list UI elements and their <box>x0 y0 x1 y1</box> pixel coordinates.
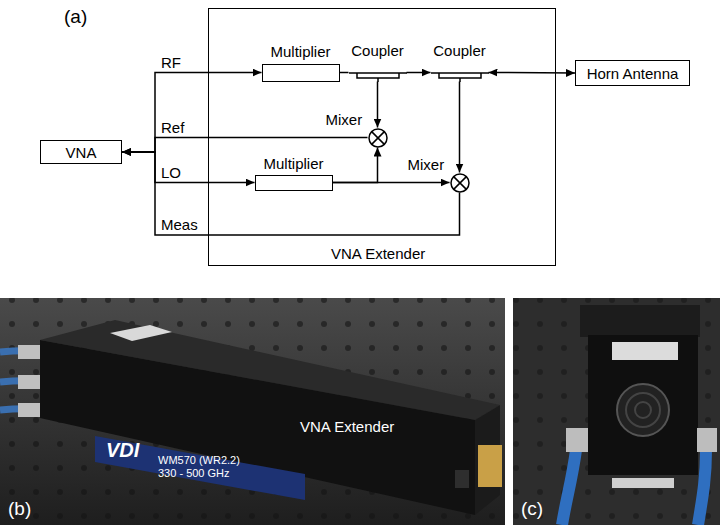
mixer-circle <box>369 129 387 147</box>
node-label: Multiplier <box>263 155 323 172</box>
signal-connector <box>333 148 378 183</box>
photo-background <box>0 298 505 525</box>
panel-letter: (b) <box>8 498 31 520</box>
extender-rear-face <box>588 335 698 475</box>
multiplier-box: Multiplier <box>255 175 333 191</box>
optical-table-holes <box>513 298 720 525</box>
instrument-box: VNA <box>40 140 122 164</box>
mixer-symbol: Mixer <box>450 173 470 193</box>
node-label: Coupler <box>433 42 486 59</box>
brand-logo: VDI <box>106 439 139 462</box>
panel-letter: (c) <box>521 498 543 520</box>
mixer-symbol: Mixer <box>368 128 388 148</box>
signal-name: RF <box>161 54 181 71</box>
signal-connector <box>333 182 450 184</box>
signal-connector <box>377 82 379 128</box>
signal-connector <box>122 152 255 183</box>
coupler-symbol: Coupler <box>431 64 489 82</box>
extender-side-face <box>40 340 475 515</box>
waveguide-flange <box>478 445 502 487</box>
node-label: Mixer <box>408 156 445 173</box>
node-label: Coupler <box>351 42 404 59</box>
mixer-symbol <box>368 128 388 148</box>
mixer-cross <box>371 131 384 144</box>
signal-name: LO <box>161 164 181 181</box>
sticker <box>612 342 678 360</box>
sma-connector <box>566 428 588 452</box>
extender-housing: VNA ExtenderMultiplierCouplerCouplerMixe… <box>208 8 556 266</box>
cable <box>562 450 576 525</box>
multiplier-box: Multiplier <box>262 64 340 82</box>
product-label <box>95 436 305 500</box>
node-label: Horn Antenna <box>587 65 679 82</box>
fan-grille <box>635 402 651 418</box>
photo-background <box>513 298 720 525</box>
signal-connector <box>407 72 431 74</box>
antenna-box: Horn Antenna <box>575 60 690 86</box>
signal-name: Ref <box>161 119 184 136</box>
sticker <box>612 478 674 488</box>
coupled-line <box>439 73 481 78</box>
sticker <box>110 325 172 341</box>
signal-connector <box>489 72 576 74</box>
sma-connector <box>697 428 717 452</box>
fan-grille <box>626 393 660 427</box>
extender-top-face <box>580 305 700 337</box>
panel-letter: (a) <box>64 6 87 28</box>
cable <box>698 450 706 525</box>
signal-connector <box>340 72 349 74</box>
mixer-cross <box>453 176 466 189</box>
cooling-fan <box>617 384 669 436</box>
mixer-circle <box>451 174 469 192</box>
signal-connector <box>122 73 262 153</box>
node-label: VNA Extender <box>331 245 425 262</box>
vent-grille <box>455 470 469 488</box>
frequency-range: 330 - 500 GHz <box>158 467 230 480</box>
mixer-symbol <box>450 173 470 193</box>
coupled-line <box>357 73 399 78</box>
coupler-symbol <box>431 64 489 82</box>
model-number: WM570 (WR2.2) <box>158 454 240 467</box>
coupler-symbol: Coupler <box>349 64 407 82</box>
signal-name: Meas <box>161 216 198 233</box>
node-label: Mixer <box>326 111 363 128</box>
photo-caption: VNA Extender <box>300 418 394 435</box>
signal-connector <box>459 82 461 173</box>
node-label: Multiplier <box>270 43 330 60</box>
signal-connector <box>122 152 460 235</box>
signal-connector <box>122 138 368 153</box>
node-label: VNA <box>66 144 97 161</box>
coupler-symbol <box>349 64 407 82</box>
optical-table-holes <box>0 298 505 525</box>
coupled-port <box>459 78 461 82</box>
coupled-port <box>377 78 379 82</box>
